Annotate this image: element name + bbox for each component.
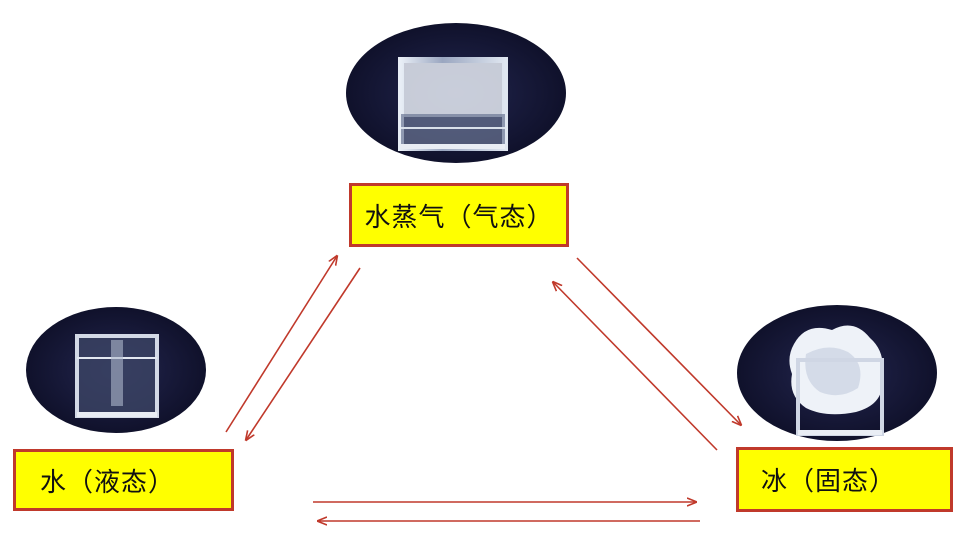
vapor-state-label: 水蒸气（气态）: [349, 183, 569, 247]
ice-glass-photo: [737, 305, 937, 441]
solid-state-text: 冰（固态）: [761, 467, 897, 497]
arrow-vapor-to-solid: [576, 257, 741, 425]
steam-glass-photo: [346, 23, 566, 163]
arrow-solid-to-vapor: [553, 282, 718, 451]
water-glass-photo: [26, 307, 206, 433]
vapor-state-text: 水蒸气（气态）: [364, 202, 554, 233]
liquid-state-text: 水（液态）: [40, 467, 176, 498]
arrow-vapor-to-liquid: [246, 267, 361, 440]
solid-state-label: 冰（固态）: [736, 447, 953, 512]
arrow-liquid-to-vapor: [225, 256, 337, 433]
liquid-state-label: 水（液态）: [13, 449, 234, 511]
